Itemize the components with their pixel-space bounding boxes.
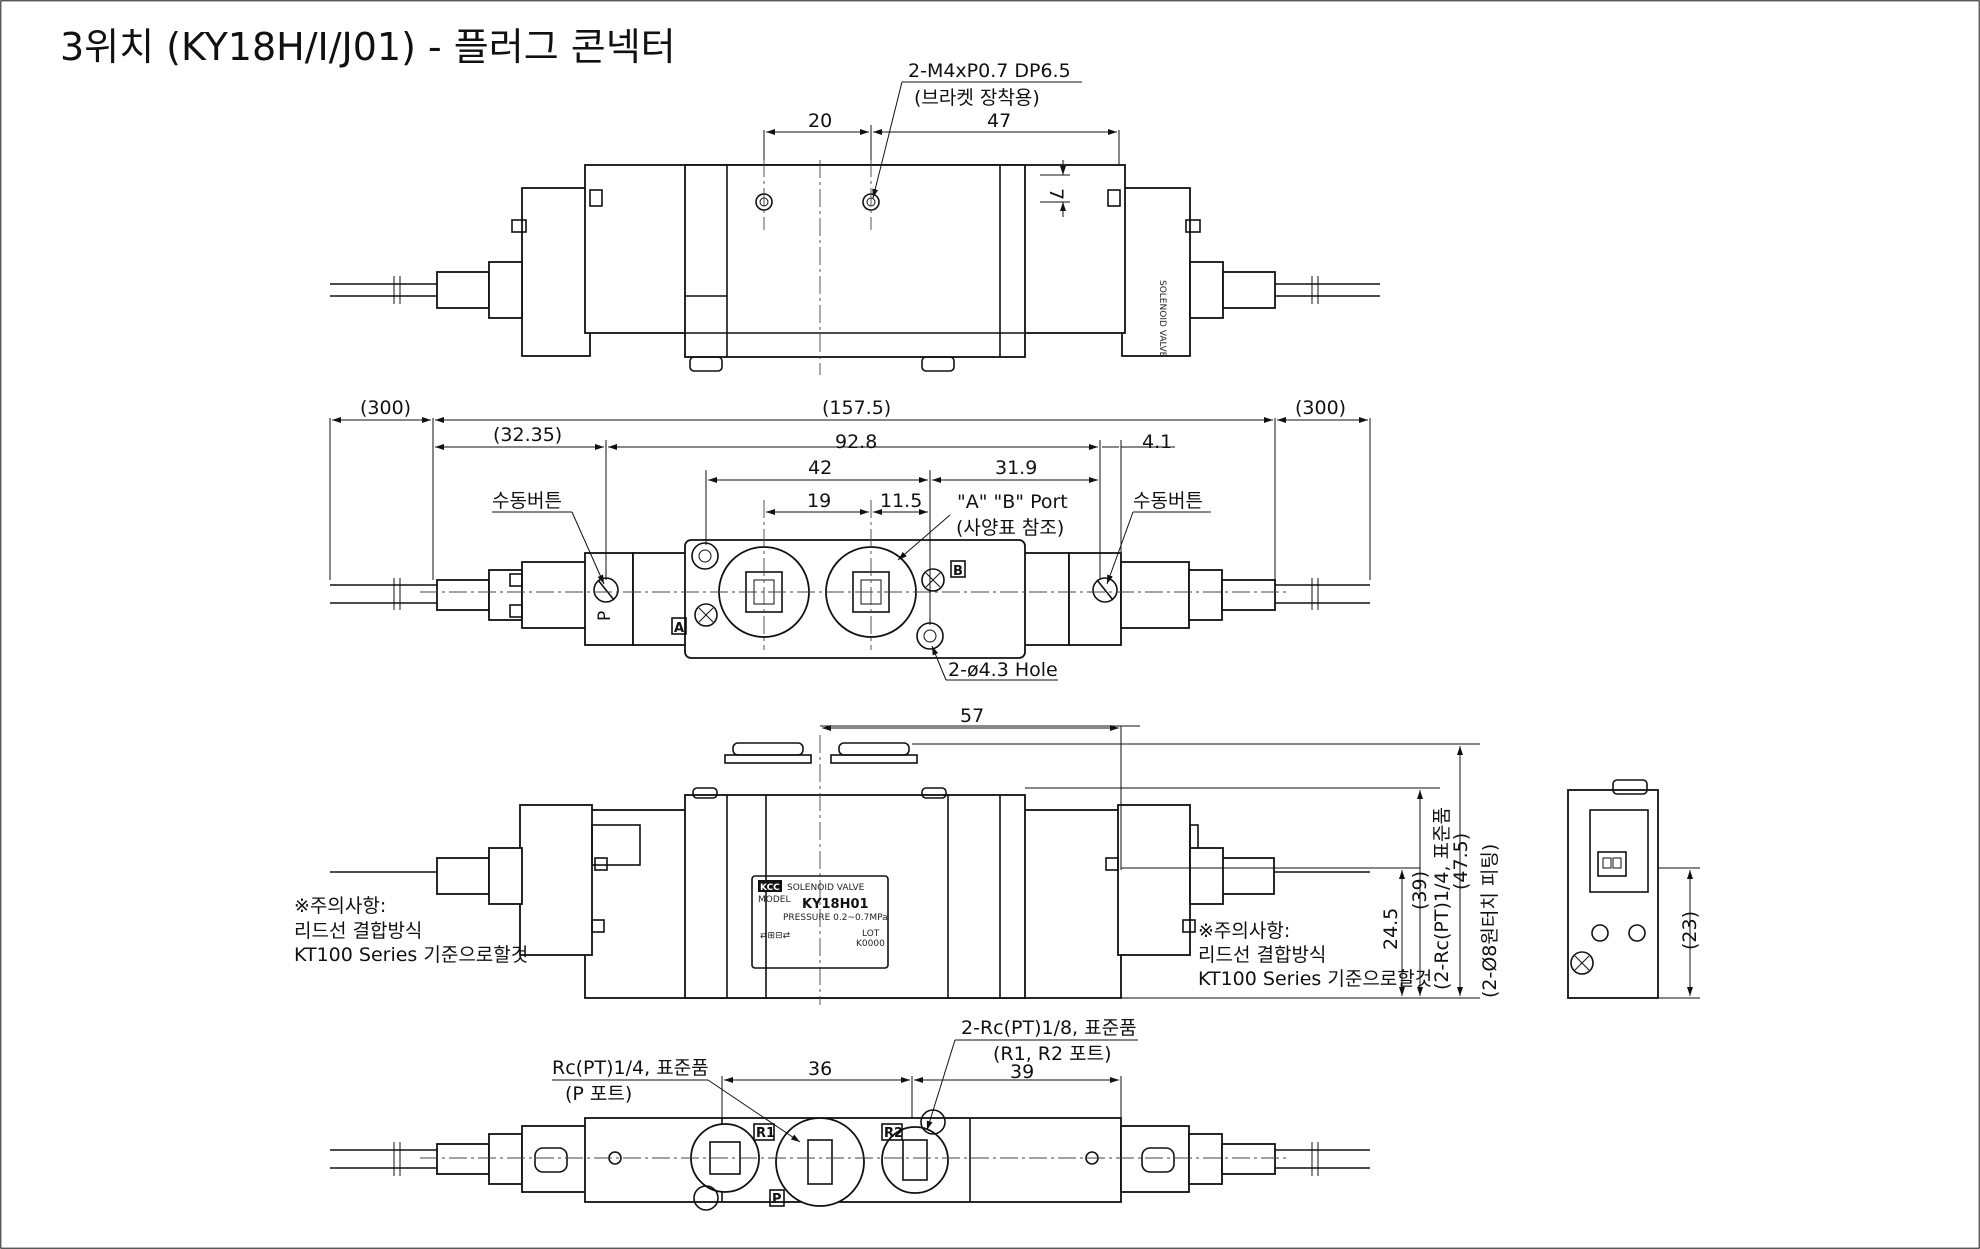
dim-300-left: (300)	[360, 397, 411, 419]
front-left-coil	[521, 561, 591, 629]
r-port-note: (R1, R2 포트)	[993, 1043, 1111, 1065]
svg-text:⇄⊞⊟⇄: ⇄⊞⊟⇄	[760, 931, 791, 941]
front-left-manual-cap	[584, 552, 634, 646]
manual-button-right-icon	[1092, 577, 1118, 603]
dim-57: 57	[960, 705, 984, 727]
svg-text:PRESSURE 0.2~0.7MPa: PRESSURE 0.2~0.7MPa	[783, 913, 888, 923]
svg-text:KCC: KCC	[760, 883, 780, 893]
svg-text:LOT: LOT	[862, 929, 880, 939]
manual-button-left-label: 수동버튼	[492, 490, 562, 512]
label-R1: R1	[756, 1126, 775, 1141]
thread-callout: 2-M4xP0.7 DP6.5	[908, 60, 1071, 82]
dim-rc14: (2-Rc(PT)1/4, 표준품	[1431, 807, 1453, 990]
thread-note: (브라켓 장착용)	[914, 87, 1040, 109]
manual-button-right-label: 수동버튼	[1133, 490, 1203, 512]
dim-36: 36	[808, 1058, 832, 1080]
svg-text:MODEL: MODEL	[758, 895, 790, 905]
dim-31-9: 31.9	[995, 457, 1037, 479]
end-view-body	[1567, 789, 1659, 999]
note-left-3: KT100 Series 기준으로할것	[294, 944, 528, 966]
label-P: P	[772, 1192, 782, 1207]
nameplate: KCC SOLENOID VALVE MODEL KY18H01 PRESSUR…	[751, 875, 889, 969]
svg-text:SOLENOID VALVE: SOLENOID VALVE	[787, 883, 865, 893]
label-R2: R2	[884, 1126, 903, 1141]
svg-text:P: P	[595, 611, 615, 621]
bottom-left-coil	[521, 1125, 591, 1193]
note-right-1: ※주의사항:	[1198, 920, 1290, 942]
dim-24-5: 24.5	[1380, 908, 1402, 950]
dim-47-5: (47.5)	[1450, 833, 1472, 890]
dim-39-bottom: 39	[1010, 1061, 1034, 1083]
side-left-coil	[519, 804, 593, 956]
dim-32-35: (32.35)	[493, 424, 562, 446]
dim-19: 19	[807, 490, 831, 512]
top-right-connector	[1222, 271, 1276, 309]
dim-157-5: (157.5)	[822, 397, 891, 419]
dim-39: (39)	[1409, 871, 1431, 910]
side-right-coil	[1117, 804, 1191, 956]
top-right-coil	[1121, 187, 1191, 357]
r-port-callout: 2-Rc(PT)1/8, 표준품	[961, 1017, 1137, 1039]
end-view: (23)	[1567, 779, 1701, 999]
bottom-view: R1 R2 P 36 39 Rc(PT)1/4, 표준품 (P 포트) 2-Rc…	[330, 1017, 1370, 1211]
page-title: 3위치 (KY18H/I/J01) - 플러그 콘넥터	[60, 25, 676, 69]
port-callout: "A" "B" Port	[957, 491, 1068, 513]
dim-20: 20	[808, 110, 832, 132]
front-right-coil	[1120, 561, 1190, 629]
top-view: SOLENOID VALVE 20 47 7 2-M4xP0.7 DP6.5 (…	[330, 60, 1380, 375]
side-fitting-left	[732, 742, 804, 756]
top-left-connector	[436, 271, 490, 309]
note-left-1: ※주의사항:	[294, 895, 386, 917]
bottom-port-P	[775, 1117, 865, 1207]
side-view: KCC SOLENOID VALVE MODEL KY18H01 PRESSUR…	[294, 705, 1501, 1005]
note-right-3: KT100 Series 기준으로할것	[1198, 968, 1432, 990]
svg-text:SOLENOID VALVE: SOLENOID VALVE	[1157, 280, 1167, 358]
side-fitting-right	[838, 742, 910, 756]
label-port-A: A	[674, 621, 684, 636]
dim-4-1: 4.1	[1142, 431, 1172, 453]
p-port-note: (P 포트)	[565, 1083, 632, 1105]
dim-300-right: (300)	[1295, 397, 1346, 419]
top-left-coil	[521, 187, 591, 357]
dim-92-8: 92.8	[835, 431, 877, 453]
dim-7: 7	[1045, 188, 1067, 200]
bottom-right-coil	[1120, 1125, 1190, 1193]
label-port-B: B	[953, 564, 963, 579]
svg-text:K0000: K0000	[856, 939, 885, 949]
dim-11-5: 11.5	[880, 490, 922, 512]
p-port-callout: Rc(PT)1/4, 표준품	[552, 1057, 709, 1079]
dim-47: 47	[987, 110, 1011, 132]
port-note: (사양표 참조)	[956, 517, 1064, 539]
dim-23: (23)	[1679, 911, 1701, 950]
nameplate-model: KY18H01	[802, 897, 869, 912]
note-right-2: 리드선 결합방식	[1198, 944, 1326, 966]
note-left-2: 리드선 결합방식	[294, 920, 422, 942]
dim-8touch: (2-Ø8원터치 피팅)	[1479, 844, 1501, 998]
hole-callout: 2-ø4.3 Hole	[948, 659, 1058, 681]
dim-42: 42	[808, 457, 832, 479]
bottom-port-R2	[881, 1126, 949, 1194]
front-view: P A B	[329, 397, 1371, 681]
